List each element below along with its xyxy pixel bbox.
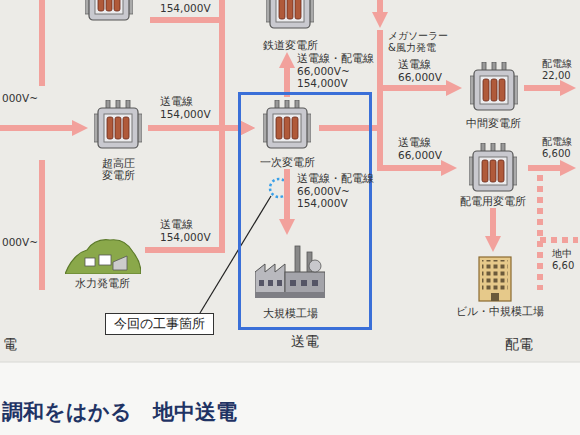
- text-line: 154,000V: [160, 231, 211, 244]
- edge-label: 送電線 154,000V: [160, 218, 211, 243]
- text-line: 送電: [291, 333, 319, 350]
- station-node: 中間変電所: [462, 60, 524, 130]
- text-line: 中間変電所: [466, 117, 521, 130]
- text-line: 配電: [505, 336, 533, 353]
- edge-label: 送電線・配電線 66,000V~ 154,000V: [297, 52, 374, 90]
- station-node: 大規模工場: [250, 235, 330, 320]
- edge-label: 送電線 154,000V: [160, 95, 211, 120]
- text-line: 送電線・配電線: [297, 52, 374, 65]
- text-line: 配電線: [542, 58, 572, 70]
- edge-label: 送電線・配電線 66,000V~ 154,000V: [297, 172, 374, 210]
- node-label: 配電用変電所: [460, 195, 526, 208]
- section-banner: 調和をはかる 地中送電: [2, 400, 237, 425]
- section-box: 送電一次変電所大規模工場: [238, 92, 372, 330]
- line-label: 配電線 6,600: [542, 136, 572, 160]
- voltage-label: 000V~: [2, 236, 38, 249]
- line-label: 地中 6,60: [552, 248, 574, 272]
- source-label: メガソーラー &風力発電: [388, 30, 448, 54]
- power-line: [145, 128, 241, 250]
- edge-label: 送電線 66,000V: [398, 58, 442, 83]
- station-node: 水力発電所: [60, 230, 145, 290]
- text-line: 66,000V~: [297, 65, 350, 78]
- text-line: 6,60: [552, 260, 574, 272]
- voltage-label: 154,000V: [160, 2, 211, 15]
- text-line: 地中: [552, 248, 572, 260]
- text-line: 今回の工事箇所: [114, 316, 205, 332]
- node-label: ビル・中規模工場: [456, 305, 544, 318]
- power-line: [490, 208, 496, 238]
- text-line: 送電線: [160, 95, 193, 108]
- text-line: 電: [3, 336, 17, 353]
- text-line: 送電線: [160, 218, 193, 231]
- voltage-label: 000V~: [2, 92, 38, 105]
- text-line: 配電用変電所: [460, 195, 526, 208]
- station-node: 超高圧 変電所: [88, 98, 148, 182]
- text-line: 配電線: [542, 136, 572, 148]
- section-heading: 送電: [291, 333, 319, 350]
- column-heading: 配電: [505, 336, 533, 353]
- text-line: 66,000V: [398, 71, 442, 84]
- text-line: 154,000V: [160, 2, 211, 15]
- callout-box: 今回の工事箇所: [105, 313, 214, 335]
- text-line: 送電線: [398, 58, 431, 71]
- column-heading: 電: [3, 336, 17, 353]
- line-label: 配電線 22,00: [542, 58, 572, 82]
- node-label: 鉄道変電所: [263, 39, 318, 52]
- text-line: メガソーラー: [388, 30, 448, 42]
- text-line: 変電所: [102, 169, 135, 182]
- node-label: 水力発電所: [75, 277, 130, 290]
- text-line: 22,00: [542, 70, 571, 82]
- text-line: 大規模工場: [263, 307, 318, 320]
- text-line: 66,000V: [398, 149, 442, 162]
- text-line: 000V~: [2, 92, 38, 105]
- text-line: 送電線・配電線: [297, 172, 374, 185]
- text-line: 超高圧: [102, 157, 135, 170]
- text-line: 000V~: [2, 236, 38, 249]
- node-label: 大規模工場: [263, 307, 318, 320]
- text-line: 154,000V: [297, 77, 348, 90]
- station-node: 一次変電所: [255, 97, 319, 169]
- text-line: 66,000V~: [297, 185, 350, 198]
- node-label: 超高圧 変電所: [102, 157, 135, 182]
- node-label: 中間変電所: [466, 117, 521, 130]
- text-line: 154,000V: [160, 108, 211, 121]
- edge-label: 送電線 66,000V: [398, 136, 442, 161]
- text-line: &風力発電: [388, 42, 436, 54]
- text-line: 154,000V: [297, 197, 348, 210]
- text-line: 水力発電所: [75, 277, 130, 290]
- power-line: [319, 128, 443, 168]
- station-node: 配電用変電所: [457, 140, 529, 208]
- text-line: 一次変電所: [260, 156, 315, 169]
- text-line: 送電線: [398, 136, 431, 149]
- text-line: 6,600: [542, 148, 571, 160]
- text-line: 鉄道変電所: [263, 39, 318, 52]
- power-line: [284, 169, 290, 221]
- text-line: 調和をはかる 地中送電: [2, 400, 237, 425]
- station-node: 鉄道変電所: [260, 0, 321, 52]
- station-node: ビル・中規模工場: [453, 252, 547, 318]
- text-line: ビル・中規模工場: [456, 305, 544, 318]
- node-label: 一次変電所: [260, 156, 315, 169]
